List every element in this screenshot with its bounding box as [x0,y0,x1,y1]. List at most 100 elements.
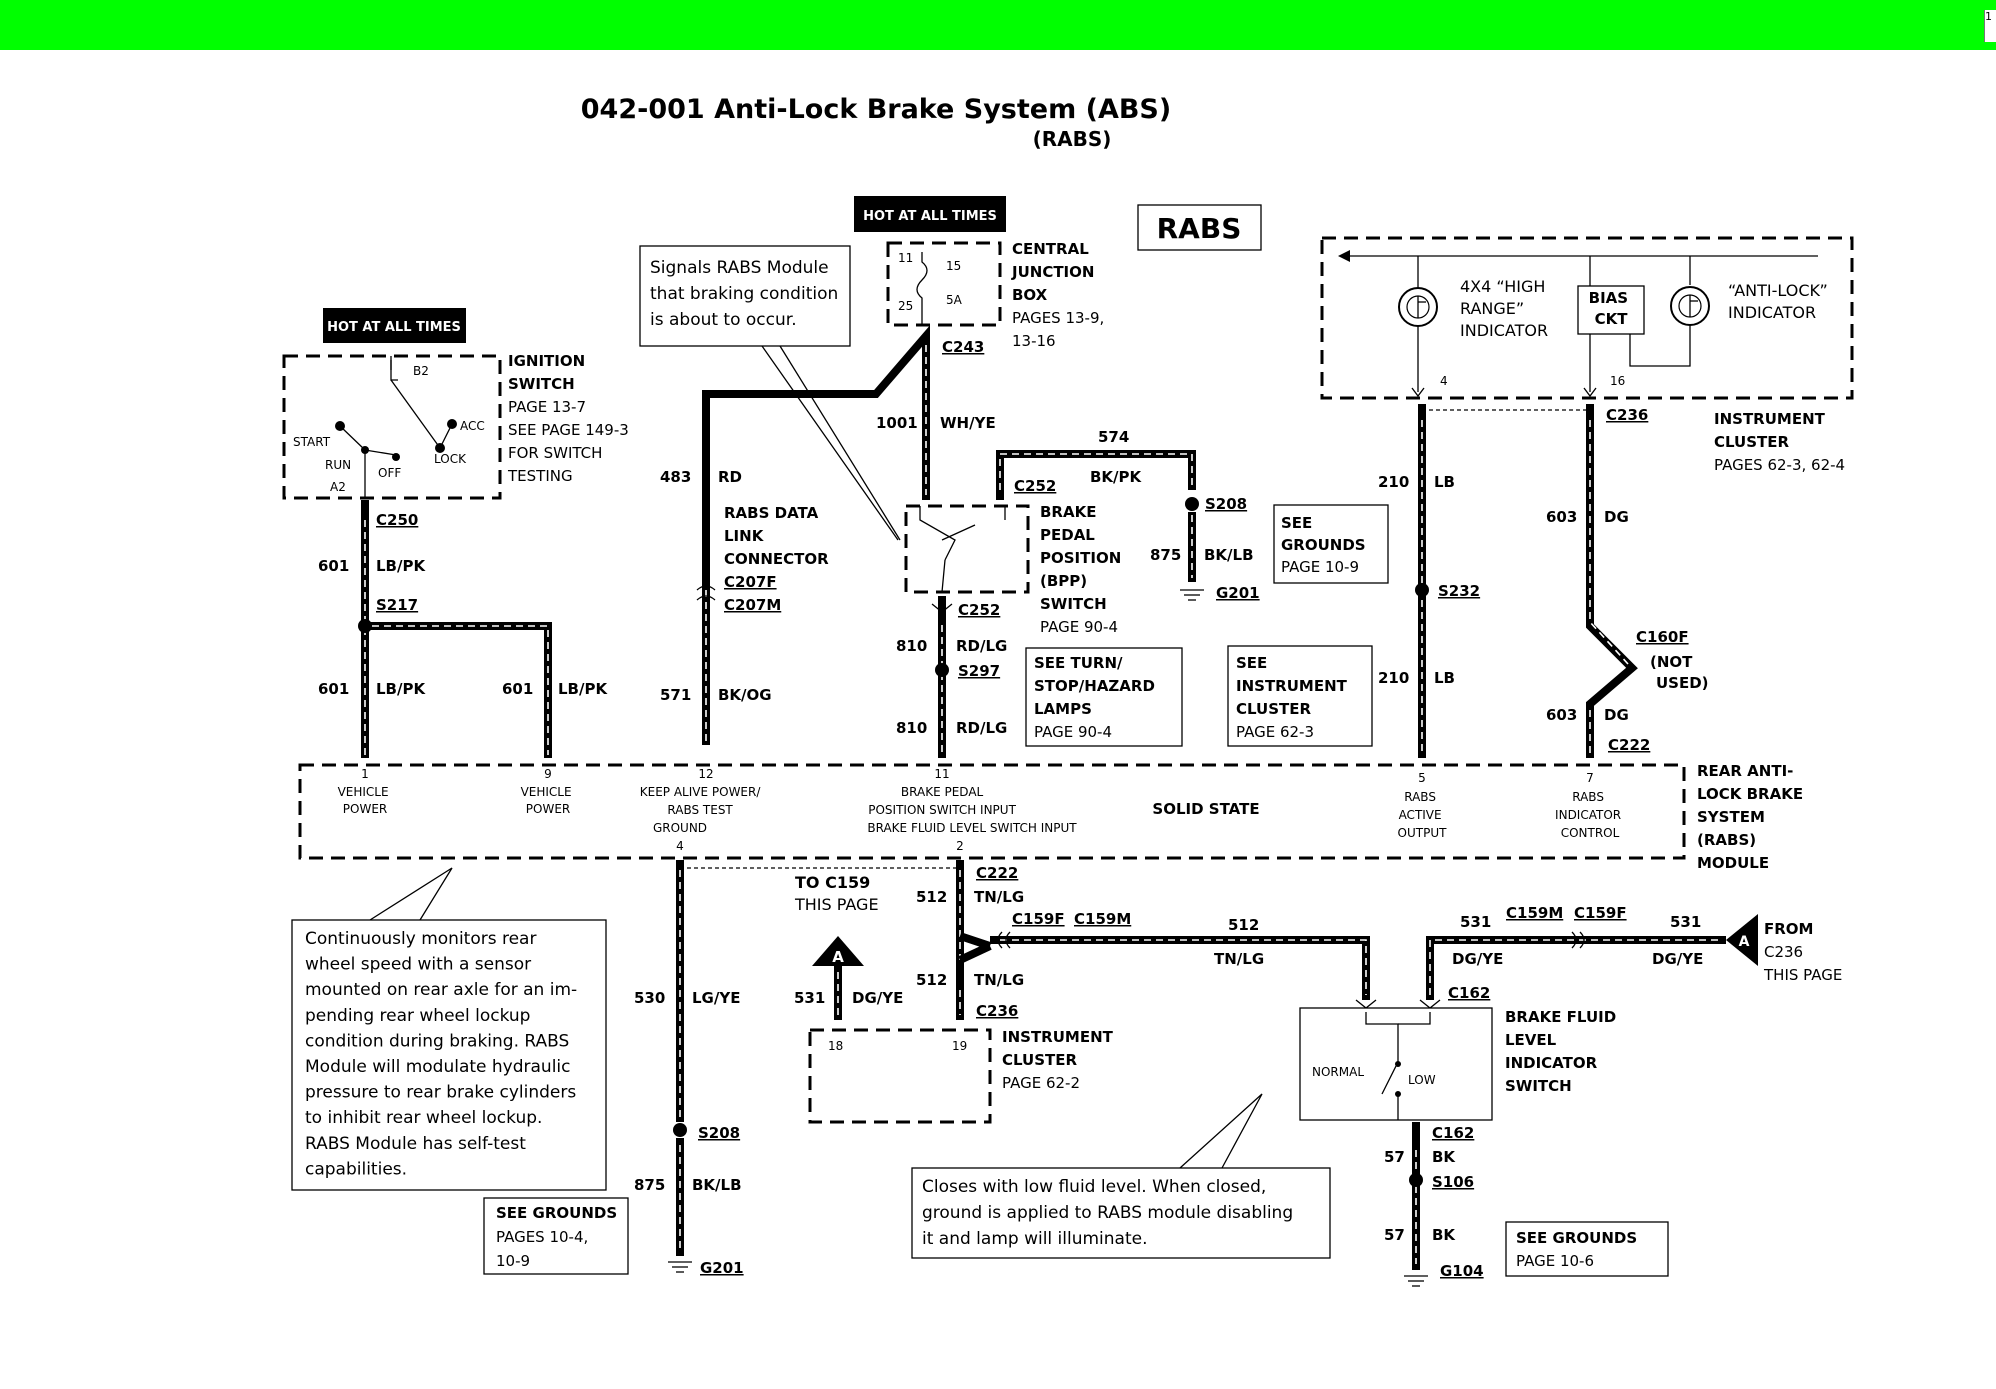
wire-210-a: 210 [1378,473,1409,491]
from-c236-label: FROM C236 THIS PAGE [1763,920,1842,984]
wire-tnlg-c: TN/LG [1214,950,1264,968]
wire-rdlg-a: RD/LG [956,637,1007,655]
connector-c207m: C207M [724,596,781,614]
wire-dgye-left: DG/YE [852,989,903,1007]
wire-574: 574 [1098,428,1129,446]
cjb-pin-15: 15 [946,259,961,273]
connector-c160f: C160F [1636,628,1689,646]
connector-c243: C243 [942,338,984,356]
connector-c222-top: C222 [1608,736,1650,754]
splice-s208-top-label: S208 [1205,495,1247,513]
bfl-low-label: LOW [1408,1073,1436,1087]
splice-s232-label: S232 [1438,582,1480,600]
wire-531-r2: 531 [1670,913,1701,931]
pin-num-5: 5 [1418,771,1426,785]
connector-c159f-left: C159F [1012,910,1065,928]
ground-g104 [1404,1275,1428,1287]
wire-bklb-top: BK/LB [1204,546,1254,564]
antilock-indicator-icon [1670,286,1710,326]
pin-num-2: 2 [956,839,964,853]
high-range-indicator-icon [1398,287,1438,327]
page-header-bar [0,0,1996,50]
cjb-label: CENTRAL JUNCTION BOX PAGES 13-9, 13-16 [1011,240,1110,350]
splice-s106 [1409,1173,1423,1187]
wire-571: 571 [660,686,691,704]
wire-whye: WH/YE [940,414,996,432]
wire-lgye: LG/YE [692,989,740,1007]
wire-57-b: 57 [1384,1226,1405,1244]
connector-c222-bot: C222 [976,864,1018,882]
wire-210-b: 210 [1378,669,1409,687]
wire-512-a: 512 [916,888,947,906]
see-grounds-10-9: SEE GROUNDS PAGE 10-9 [1281,514,1371,576]
connector-c162-top: C162 [1448,984,1490,1002]
ign-pos-b2: B2 [413,364,429,378]
connector-c252-bot: C252 [958,601,1000,619]
wire-lbpk-b: LB/PK [376,680,426,698]
wire-810-a: 810 [896,637,927,655]
wire-dg-a: DG [1604,508,1629,526]
wire-bklb-bot: BK/LB [692,1176,742,1194]
pin-desc-indicator-control: RABS INDICATOR CONTROL [1555,790,1625,840]
wire-1001: 1001 [876,414,918,432]
wire-bkog: BK/OG [718,686,772,704]
cjb-pin-25: 25 [898,299,913,313]
pin-desc-vehicle-power-9: VEHICLE POWER [521,785,576,816]
bias-ckt-label: BIAS CKT [1589,289,1634,328]
wire-bkpk: BK/PK [1090,468,1143,486]
splice-s106-label: S106 [1432,1173,1474,1191]
connector-c250: C250 [376,511,418,529]
connector-c159f-right: C159F [1574,904,1627,922]
ign-pos-run: RUN [325,458,351,472]
wire-483: 483 [660,468,691,486]
to-c159-label: TO C159 THIS PAGE [794,873,879,914]
connector-c159m-right: C159M [1506,904,1563,922]
cjb-pin-11: 11 [898,251,913,265]
wire-601-b: 601 [318,680,349,698]
page-subtitle: (RABS) [1033,127,1112,151]
wire-dgye-r1: DG/YE [1452,950,1503,968]
pin-desc-active-output: RABS ACTIVE OUTPUT [1398,790,1448,840]
hot-at-all-times-cjb: HOT AT ALL TIMES [863,209,997,224]
cluster-bot-label: INSTRUMENT CLUSTER PAGE 62-2 [1002,1028,1118,1092]
splice-s208-top [1185,497,1199,511]
pin-num-12: 12 [698,767,713,781]
wire-531-left: 531 [794,989,825,1007]
arrow-a-right-label: A [1739,934,1750,950]
ground-g201-top [1180,589,1204,601]
wire-rdlg-b: RD/LG [956,719,1007,737]
wire-lb-a: LB [1434,473,1455,491]
page-number: 1 [1984,10,1996,42]
ground-g201-top-label: G201 [1216,584,1260,602]
cluster-pin-16: 16 [1610,374,1625,388]
ground-g104-label: G104 [1440,1262,1484,1280]
connector-c159m-left: C159M [1074,910,1131,928]
wire-531-r1: 531 [1460,913,1491,931]
wire-bk-b: BK [1432,1226,1456,1244]
wire-601-a: 601 [318,557,349,575]
wire-lbpk-c: LB/PK [558,680,608,698]
splice-s217 [358,619,372,633]
rabs-label: RABS [1157,212,1242,245]
wire-601-c: 601 [502,680,533,698]
ign-pos-start: START [293,435,331,449]
connector-c252-top: C252 [1014,477,1056,495]
wire-810-b: 810 [896,719,927,737]
connector-c162-bot: C162 [1432,1124,1474,1142]
arrow-a-left-icon [812,936,864,966]
not-used-label: (NOT USED) [1650,653,1709,692]
ign-pos-off: OFF [378,466,401,480]
ground-g201-bot-label: G201 [700,1259,744,1277]
ign-pos-a2: A2 [330,480,346,494]
note-signals-rabs: Signals RABS Module that braking conditi… [650,258,844,330]
wire-603-b: 603 [1546,706,1577,724]
wire-lb-b: LB [1434,669,1455,687]
solid-state-label: SOLID STATE [1152,800,1259,818]
cluster-pin-4: 4 [1440,374,1448,388]
antilock-label: “ANTI-LOCK” INDICATOR [1728,281,1833,322]
splice-s208-bot-label: S208 [698,1124,740,1142]
pin-num-9: 9 [544,767,552,781]
pin-desc-vehicle-power-1: VEHICLE POWER [338,785,393,816]
bpp-label: BRAKE PEDAL POSITION (BPP) SWITCH PAGE 9… [1040,503,1126,636]
